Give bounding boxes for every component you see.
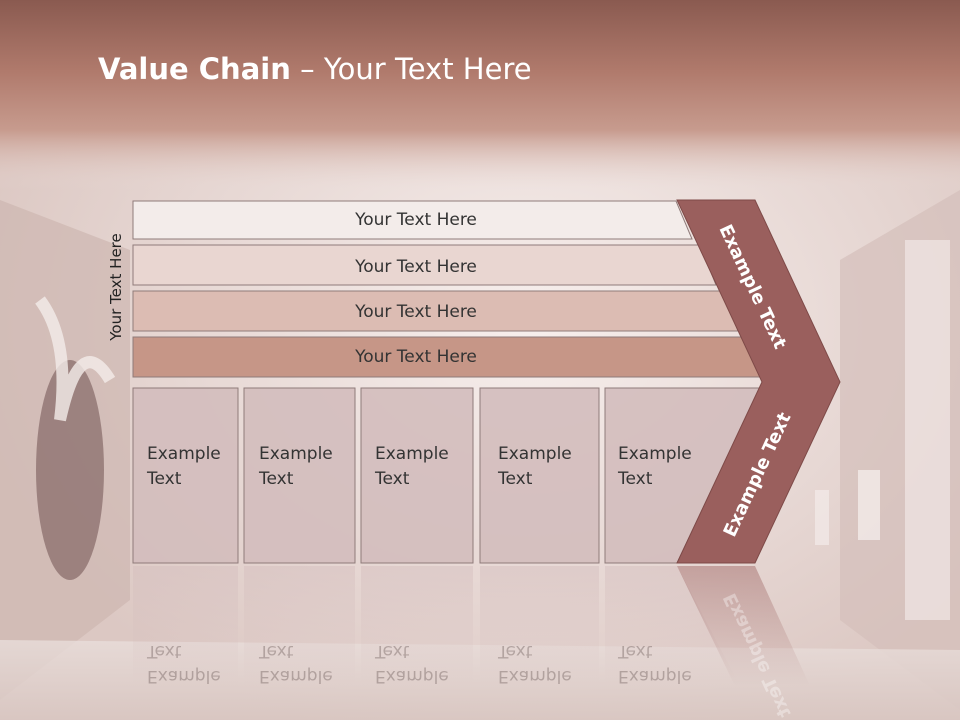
row-bar: Your Text Here xyxy=(132,200,693,240)
reflected-box-line2: Text xyxy=(374,641,410,661)
box-reflection xyxy=(244,566,355,686)
row-bar-label: Your Text Here xyxy=(354,257,477,277)
reflected-box-line1: Example xyxy=(375,666,449,686)
slide-title: Value Chain – Your Text Here xyxy=(98,52,532,86)
example-box-shape xyxy=(132,387,239,564)
row-bar-label: Your Text Here xyxy=(354,347,477,367)
reflected-box-line1: Example xyxy=(147,666,221,686)
example-box-line2: Text xyxy=(374,469,410,489)
example-box-line2: Text xyxy=(617,469,653,489)
reflected-box-line2: Text xyxy=(146,641,182,661)
example-box-line2: Text xyxy=(497,469,533,489)
row-bar-label: Your Text Here xyxy=(354,302,477,322)
example-box-line1: Example xyxy=(375,444,449,464)
example-box-line1: Example xyxy=(618,444,692,464)
reflected-box-line2: Text xyxy=(258,641,294,661)
title-rest: Your Text Here xyxy=(323,52,532,86)
vertical-label: Your Text Here xyxy=(107,233,125,341)
box-reflection xyxy=(361,566,473,686)
title-bold: Value Chain xyxy=(98,52,291,86)
box-reflection xyxy=(605,566,740,686)
diagram-reflection: Text Example Text Example Text Example T… xyxy=(133,566,810,720)
example-box-shape xyxy=(479,387,600,564)
example-box-shape xyxy=(243,387,356,564)
title-separator: – xyxy=(290,52,324,86)
row-bar-label: Your Text Here xyxy=(354,210,477,230)
reflected-box-line1: Example xyxy=(618,666,692,686)
reflected-box-line2: Text xyxy=(617,641,653,661)
example-box-shape xyxy=(360,387,474,564)
chevron-reflection xyxy=(677,566,810,686)
example-box-line1: Example xyxy=(259,444,333,464)
reflected-box-line1: Example xyxy=(498,666,572,686)
row-bar: Your Text Here xyxy=(132,244,717,286)
example-box: Example Text xyxy=(132,387,239,564)
example-box-line2: Text xyxy=(258,469,294,489)
example-box-line2: Text xyxy=(146,469,182,489)
example-box-line1: Example xyxy=(147,444,221,464)
example-box: Example Text xyxy=(479,387,600,564)
box-reflection xyxy=(480,566,599,686)
example-box: Example Text xyxy=(360,387,474,564)
row-bar-shape xyxy=(132,244,717,286)
example-box: Example Text xyxy=(243,387,356,564)
reflected-box-line2: Text xyxy=(497,641,533,661)
row-bar: Your Text Here xyxy=(132,336,765,378)
reflected-box-line1: Example xyxy=(259,666,333,686)
box-reflection xyxy=(133,566,238,686)
example-box-line1: Example xyxy=(498,444,572,464)
chevron-arrow-shape xyxy=(676,199,841,564)
row-bar-shape xyxy=(132,200,693,240)
row-bar: Your Text Here xyxy=(132,290,739,332)
